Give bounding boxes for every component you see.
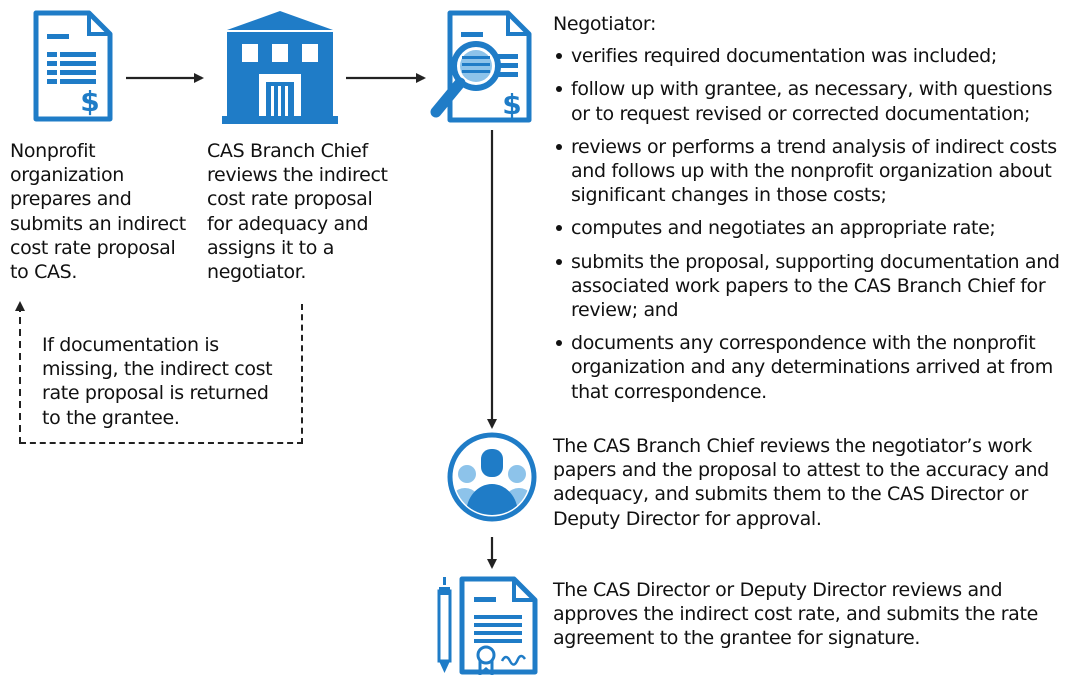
negotiator-duty: follow up with grantee, as necessary, wi… xyxy=(553,77,1075,125)
step1-description: Nonprofit organization prepares and subm… xyxy=(10,140,186,284)
negotiator-duty: documents any correspondence with the no… xyxy=(553,331,1075,404)
svg-text:$: $ xyxy=(80,85,99,118)
magnifier-document-icon: $ xyxy=(430,10,532,123)
document-dollar-icon: $ xyxy=(33,10,113,122)
director-approval-description: The CAS Director or Deputy Director revi… xyxy=(553,579,1038,650)
negotiator-heading: Negotiator: xyxy=(553,13,657,35)
return-note: If documentation is missing, the indirec… xyxy=(42,334,273,429)
negotiator-duties-list: verifies required documentation was incl… xyxy=(553,44,1075,404)
return-loop-outline xyxy=(20,304,303,444)
government-building-icon xyxy=(222,11,338,124)
branch-chief-review-description: The CAS Branch Chief reviews the negotia… xyxy=(553,435,1049,530)
signed-agreement-icon xyxy=(437,576,538,675)
negotiator-block: Negotiator: verifies required documentat… xyxy=(553,12,1075,413)
svg-text:$: $ xyxy=(502,88,521,121)
negotiator-duty: verifies required documentation was incl… xyxy=(553,44,1075,68)
negotiator-duty: submits the proposal, supporting documen… xyxy=(553,250,1075,323)
negotiator-duty: computes and negotiates an appropriate r… xyxy=(553,216,1075,240)
reviewer-group-icon xyxy=(447,432,537,522)
negotiator-duty: reviews or performs a trend analysis of … xyxy=(553,135,1075,208)
step2-description: CAS Branch Chief reviews the indirect co… xyxy=(207,140,388,284)
